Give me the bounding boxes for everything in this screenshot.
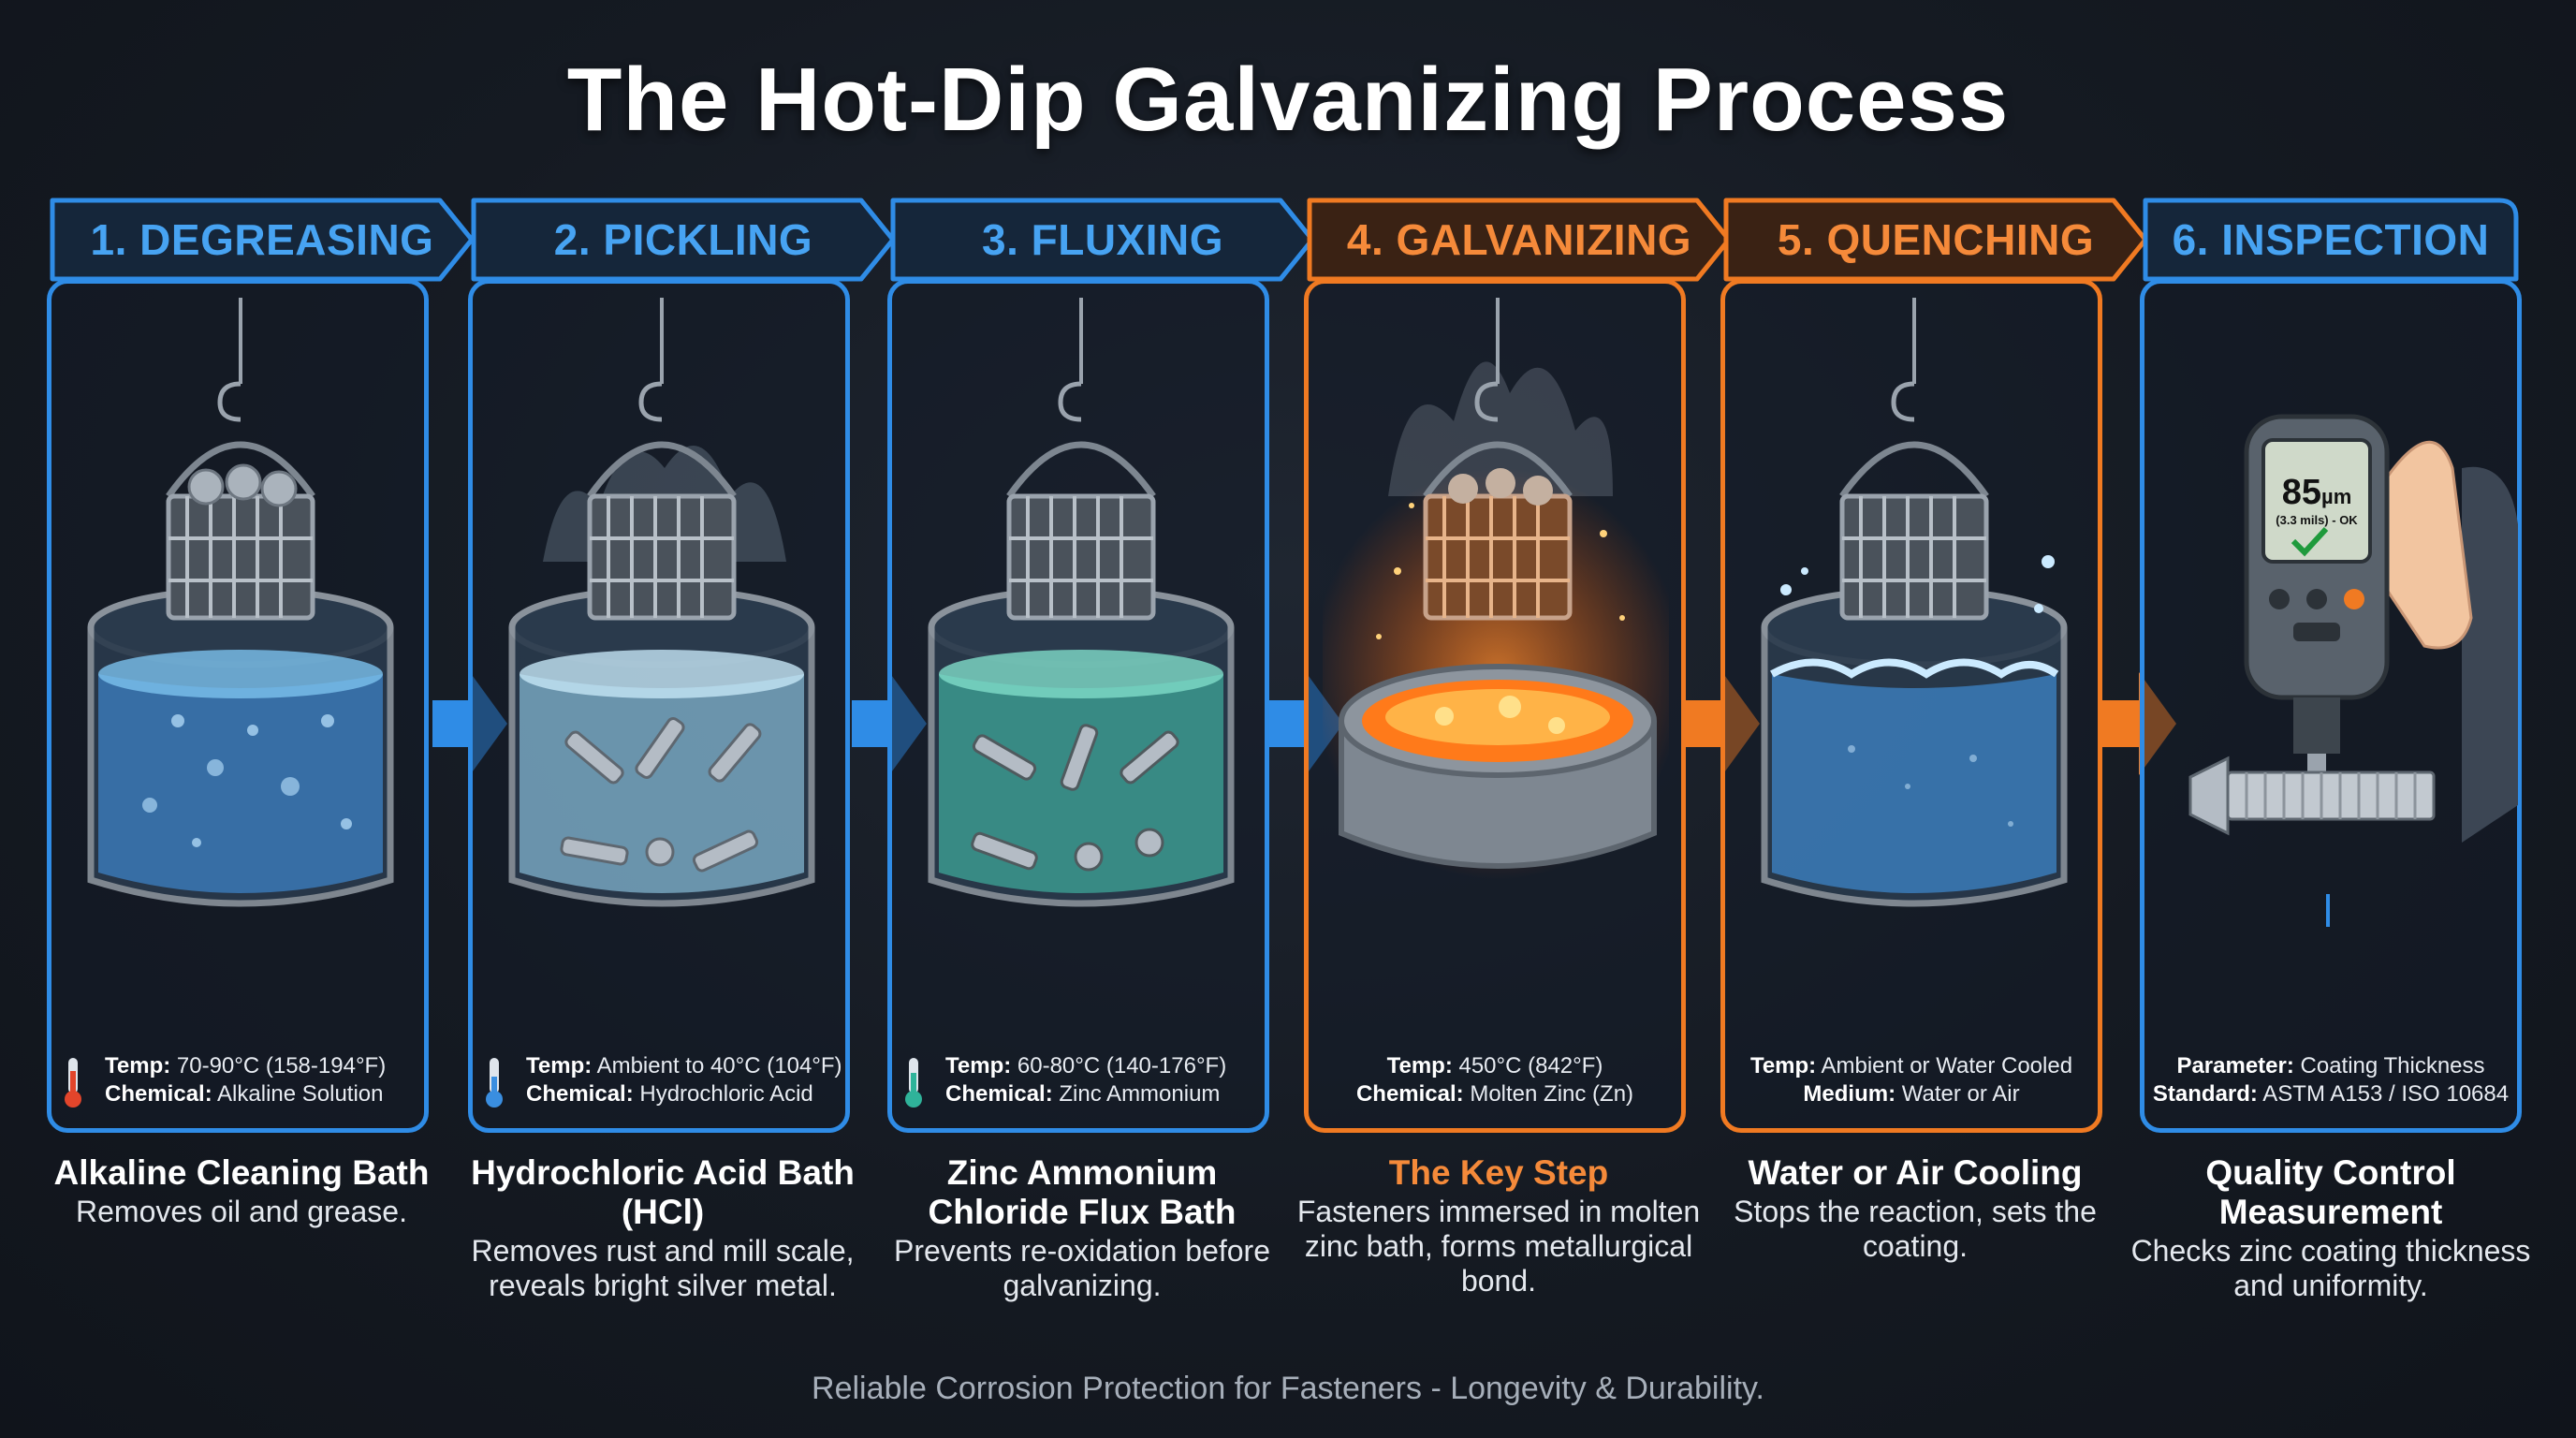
banner-rect <box>2143 198 2519 282</box>
step-banner-label: 5. QUENCHING <box>1777 215 2095 264</box>
spec-key: Temp: <box>526 1053 593 1078</box>
spec-value: Zinc Ammonium <box>1052 1081 1221 1107</box>
spec-key: Standard: <box>2152 1081 2258 1107</box>
banner-chevron <box>1723 198 2148 282</box>
spec-value: Hydrochloric Acid <box>633 1081 813 1107</box>
spec-value: Ambient or Water Cooled <box>1816 1053 2073 1078</box>
step-banner: 6. INSPECTION <box>2140 195 2522 285</box>
step-caption-text: Fasteners immersed in molten zinc bath, … <box>1296 1195 1701 1298</box>
spec-value: 60-80°C (140-176°F) <box>1011 1053 1227 1078</box>
step-caption-title: The Key Step <box>1388 1153 1609 1192</box>
banner-chevron <box>471 198 896 282</box>
step-caption-title: Water or Air Cooling <box>1748 1153 2083 1192</box>
footer-tagline: Reliable Corrosion Protection for Fasten… <box>812 1371 1764 1406</box>
step-banner-label: 4. GALVANIZING <box>1346 215 1692 264</box>
spec-value: ASTM A153 / ISO 10684 <box>2257 1081 2510 1107</box>
degreasing-tank-illustration <box>87 298 394 907</box>
pickling-tank-illustration <box>508 298 815 907</box>
step-caption-title: Alkaline Cleaning Bath <box>53 1153 430 1192</box>
spec-key: Temp: <box>1386 1053 1453 1078</box>
spec-key: Medium: <box>1803 1081 1896 1107</box>
spec-key: Chemical: <box>526 1081 634 1107</box>
page-title: The Hot-Dip Galvanizing Process <box>566 50 2010 150</box>
step-caption: Zinc Ammonium Chloride Flux Bath Prevent… <box>876 1153 1288 1303</box>
step-banner: 2. PICKLING <box>468 195 899 285</box>
gauge-unit: µm <box>2321 485 2352 508</box>
spec-value: Coating Thickness <box>2293 1053 2485 1078</box>
banner-chevron <box>1307 198 1732 282</box>
spec-value: 450°C (842°F) <box>1452 1053 1603 1078</box>
step-caption-text: Checks zinc coating thickness and unifor… <box>2130 1234 2531 1302</box>
step-caption: The Key Step Fasteners immersed in molte… <box>1293 1153 1705 1299</box>
step-caption: Alkaline Cleaning Bath Removes oil and g… <box>36 1153 447 1229</box>
spec-key: Temp: <box>1749 1053 1817 1078</box>
step-banner-label: 3. FLUXING <box>981 215 1224 264</box>
thickness-gauge-illustration <box>2188 414 2518 927</box>
step-banner: 4. GALVANIZING <box>1304 195 1734 285</box>
thermometer-hot-icon <box>65 1058 81 1108</box>
step-caption-text: Prevents re-oxidation before galvanizing… <box>894 1234 1270 1302</box>
spec-value: Water or Air <box>1895 1081 2020 1107</box>
spec-value: Alkaline Solution <box>212 1081 384 1107</box>
step-banner: 5. QUENCHING <box>1720 195 2151 285</box>
step-banner-label: 1. DEGREASING <box>90 215 434 264</box>
step-caption-text: Removes rust and mill scale, reveals bri… <box>471 1234 855 1302</box>
spec-key: Chemical: <box>105 1081 212 1107</box>
step-caption-text: Stops the reaction, sets the coating. <box>1734 1195 2097 1263</box>
step-caption-title: Quality Control Measurement <box>2205 1153 2456 1231</box>
fluxing-tank-illustration <box>928 298 1235 907</box>
thermometer-teal-icon <box>905 1058 922 1108</box>
check-mark <box>2291 526 2329 557</box>
step-caption-text: Removes oil and grease. <box>76 1195 407 1228</box>
gauge-sub: (3.3 mils) - OK <box>2276 513 2358 527</box>
step-banner: 1. DEGREASING <box>47 195 477 285</box>
spec-key: Temp: <box>945 1053 1012 1078</box>
spec-key: Chemical: <box>1355 1081 1464 1107</box>
spec-value: Molten Zinc (Zn) <box>1463 1081 1634 1107</box>
step-caption: Quality Control Measurement Checks zinc … <box>2125 1153 2537 1303</box>
spec-value: 70-90°C (158-194°F) <box>170 1053 387 1078</box>
step-banner-label: 2. PICKLING <box>553 215 813 264</box>
gauge-reading: 85µm (3.3 mils) - OK <box>2263 473 2370 527</box>
spec-key: Chemical: <box>945 1081 1053 1107</box>
banner-chevron <box>50 198 475 282</box>
step-caption: Hydrochloric Acid Bath (HCl) Removes rus… <box>457 1153 869 1303</box>
step-caption-title: Hydrochloric Acid Bath (HCl) <box>471 1153 855 1231</box>
spec-key: Parameter: <box>2176 1053 2294 1078</box>
spec-value: Ambient to 40°C (104°F) <box>592 1053 842 1078</box>
galvanizing-kettle-illustration <box>1323 298 1669 880</box>
banner-chevron <box>890 198 1315 282</box>
spec-key: Temp: <box>105 1053 171 1078</box>
thermometer-cool-icon <box>486 1058 503 1108</box>
step-banner: 3. FLUXING <box>887 195 1318 285</box>
quenching-tank-illustration <box>1761 298 2068 907</box>
step-banner-label: 6. INSPECTION <box>2172 215 2490 264</box>
gauge-value: 85 <box>2281 473 2322 512</box>
step-caption-title: Zinc Ammonium Chloride Flux Bath <box>928 1153 1237 1231</box>
step-caption: Water or Air Cooling Stops the reaction,… <box>1709 1153 2121 1264</box>
